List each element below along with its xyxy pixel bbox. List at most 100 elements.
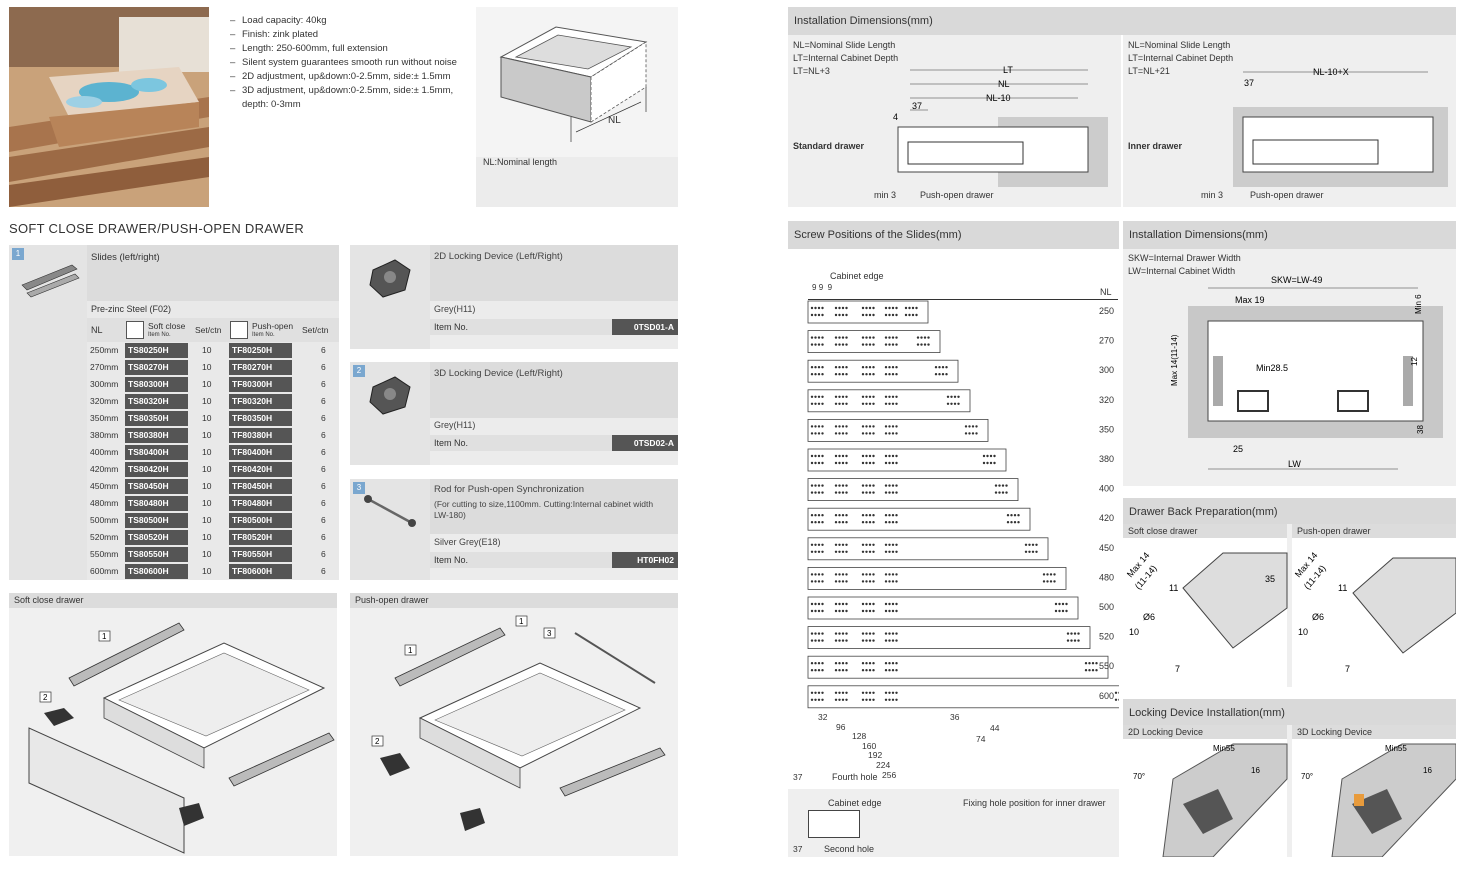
nl-value: 550 [1099, 661, 1114, 671]
nl-value: 480 [1099, 572, 1114, 582]
accessory-title: 2D Locking Device (Left/Right) [434, 251, 563, 262]
nominal-length-panel: NL NL:Nominal length [476, 7, 678, 207]
dim-nl10x: NL-10+X [1313, 67, 1349, 77]
callout: 1 [519, 617, 524, 626]
dim-nl10: NL-10 [986, 93, 1011, 103]
panel-title: Locking Device Installation(mm) [1123, 699, 1456, 725]
legend: SKW=Internal Drawer Width LW=Internal Ca… [1128, 253, 1241, 276]
sub-title: Push-open drawer [1292, 524, 1456, 538]
header-soft: Soft close [148, 321, 186, 331]
cell-soft-code: TS80450H [125, 479, 188, 494]
screw-bar-350: 350 [807, 418, 1114, 442]
dim: Ø6 [1143, 612, 1155, 622]
dim: 7 [1345, 664, 1350, 674]
cell-setctn: 10 [202, 566, 212, 576]
soft-close-icon [126, 321, 144, 339]
cell-setctn: 10 [202, 549, 212, 559]
item-number: 0TSD01-A [612, 319, 678, 335]
cell-setctn: 6 [321, 345, 326, 355]
cell-setctn: 6 [321, 447, 326, 457]
dim: Min 6 [1414, 294, 1423, 314]
install-dimensions-mid: Installation Dimensions(mm) SKW=Internal… [1123, 221, 1456, 486]
cell-soft-code: TS80500H [125, 513, 188, 528]
cell-soft-code: TS80480H [125, 496, 188, 511]
cell-setctn: 10 [202, 515, 212, 525]
cell-push-code: TF80250H [229, 343, 292, 358]
screw-bar-320: 320 [807, 389, 1114, 413]
cell-setctn: 10 [202, 447, 212, 457]
cell-push-code: TF80600H [229, 564, 292, 579]
cell-push-code: TF80400H [229, 445, 292, 460]
screw-bar-520: 520 [807, 626, 1114, 650]
inner-hole-bar [808, 810, 860, 838]
nl-value: 300 [1099, 365, 1114, 375]
cell-nl: 500mm [90, 515, 119, 525]
cell-setctn: 10 [202, 345, 212, 355]
feature-item: Silent system guarantees smooth run with… [230, 56, 475, 70]
cell-soft-code: TS80520H [125, 530, 188, 545]
cell-push-code: TF80380H [229, 428, 292, 443]
cell-setctn: 10 [202, 430, 212, 440]
left-dims: 32 96 128 160 192 224 256 [818, 712, 897, 780]
item-label: Item No. [434, 555, 469, 565]
accessory-title: Rod for Push-open Synchronization [434, 484, 584, 495]
dim-36: 36 [950, 712, 960, 722]
callout: 1 [408, 646, 413, 655]
cell-soft-code: TS80300H [125, 377, 188, 392]
locking-device-3d-icon [369, 376, 411, 415]
cell-push-code: TF80350H [229, 411, 292, 426]
nominal-caption: NL:Nominal length [483, 157, 558, 167]
install-dimensions-top: Installation Dimensions(mm) NL=Nominal S… [788, 7, 1456, 207]
nl-value: 450 [1099, 543, 1114, 553]
cell-setctn: 6 [321, 430, 326, 440]
feature-item: 3D adjustment, up&down:0-2.5mm, side:± 1… [230, 84, 475, 112]
accessory-3d: 2 3D Locking Device (Left/Right) Grey(H1… [350, 362, 678, 465]
dim-37: 37 [1244, 78, 1254, 88]
nl-value: 500 [1099, 602, 1114, 612]
accessory-color: Grey(H11) [434, 420, 476, 430]
fourth-dim: 37 [793, 772, 803, 782]
nl-value: 520 [1099, 632, 1114, 642]
cabinet-edge-label: Cabinet edge [830, 271, 884, 281]
cell-push-code: TF80420H [229, 462, 292, 477]
cell-setctn: 6 [321, 481, 326, 491]
screw-bar-250: 250 [807, 300, 1114, 324]
slides-title: Slides (left/right) [91, 252, 160, 263]
header-setctn: Set/ctn [302, 325, 329, 335]
cell-push-code: TF80550H [229, 547, 292, 562]
cell-nl: 520mm [90, 532, 119, 542]
nl-label: NL [608, 115, 621, 126]
soft-close-drawing: 1 2 [28, 622, 335, 854]
dim: LW [1288, 459, 1301, 469]
push-open-icon [230, 321, 248, 339]
feature-list: Load capacity: 40kg Finish: zink plated … [230, 14, 475, 112]
item-label: Item No. [434, 322, 469, 332]
cell-soft-code: TS80600H [125, 564, 188, 579]
accessory-title: 3D Locking Device (Left/Right) [434, 368, 563, 379]
dim: 70° [1301, 772, 1313, 781]
nl-value: 270 [1099, 336, 1114, 346]
nl-value: 380 [1099, 454, 1114, 464]
feature-item: Finish: zink plated [230, 28, 475, 42]
cell-soft-code: TS80380H [125, 428, 188, 443]
screw-bar-500: 500 [807, 596, 1114, 620]
cell-setctn: 6 [321, 566, 326, 576]
slides-badge: 1 [12, 248, 24, 260]
cell-push-code: TF80300H [229, 377, 292, 392]
panel-title: Screw Positions of the Slides(mm) [788, 221, 1119, 249]
second-hole-label: Second hole [824, 844, 875, 854]
legend: NL=Nominal Slide Length LT=Internal Cabi… [1128, 40, 1234, 76]
callout: 3 [547, 629, 552, 638]
sub-title: 2D Locking Device [1123, 725, 1287, 739]
sync-rod-icon [364, 495, 416, 527]
panel-title: Installation Dimensions(mm) [788, 7, 1456, 35]
product-photo [9, 7, 209, 207]
